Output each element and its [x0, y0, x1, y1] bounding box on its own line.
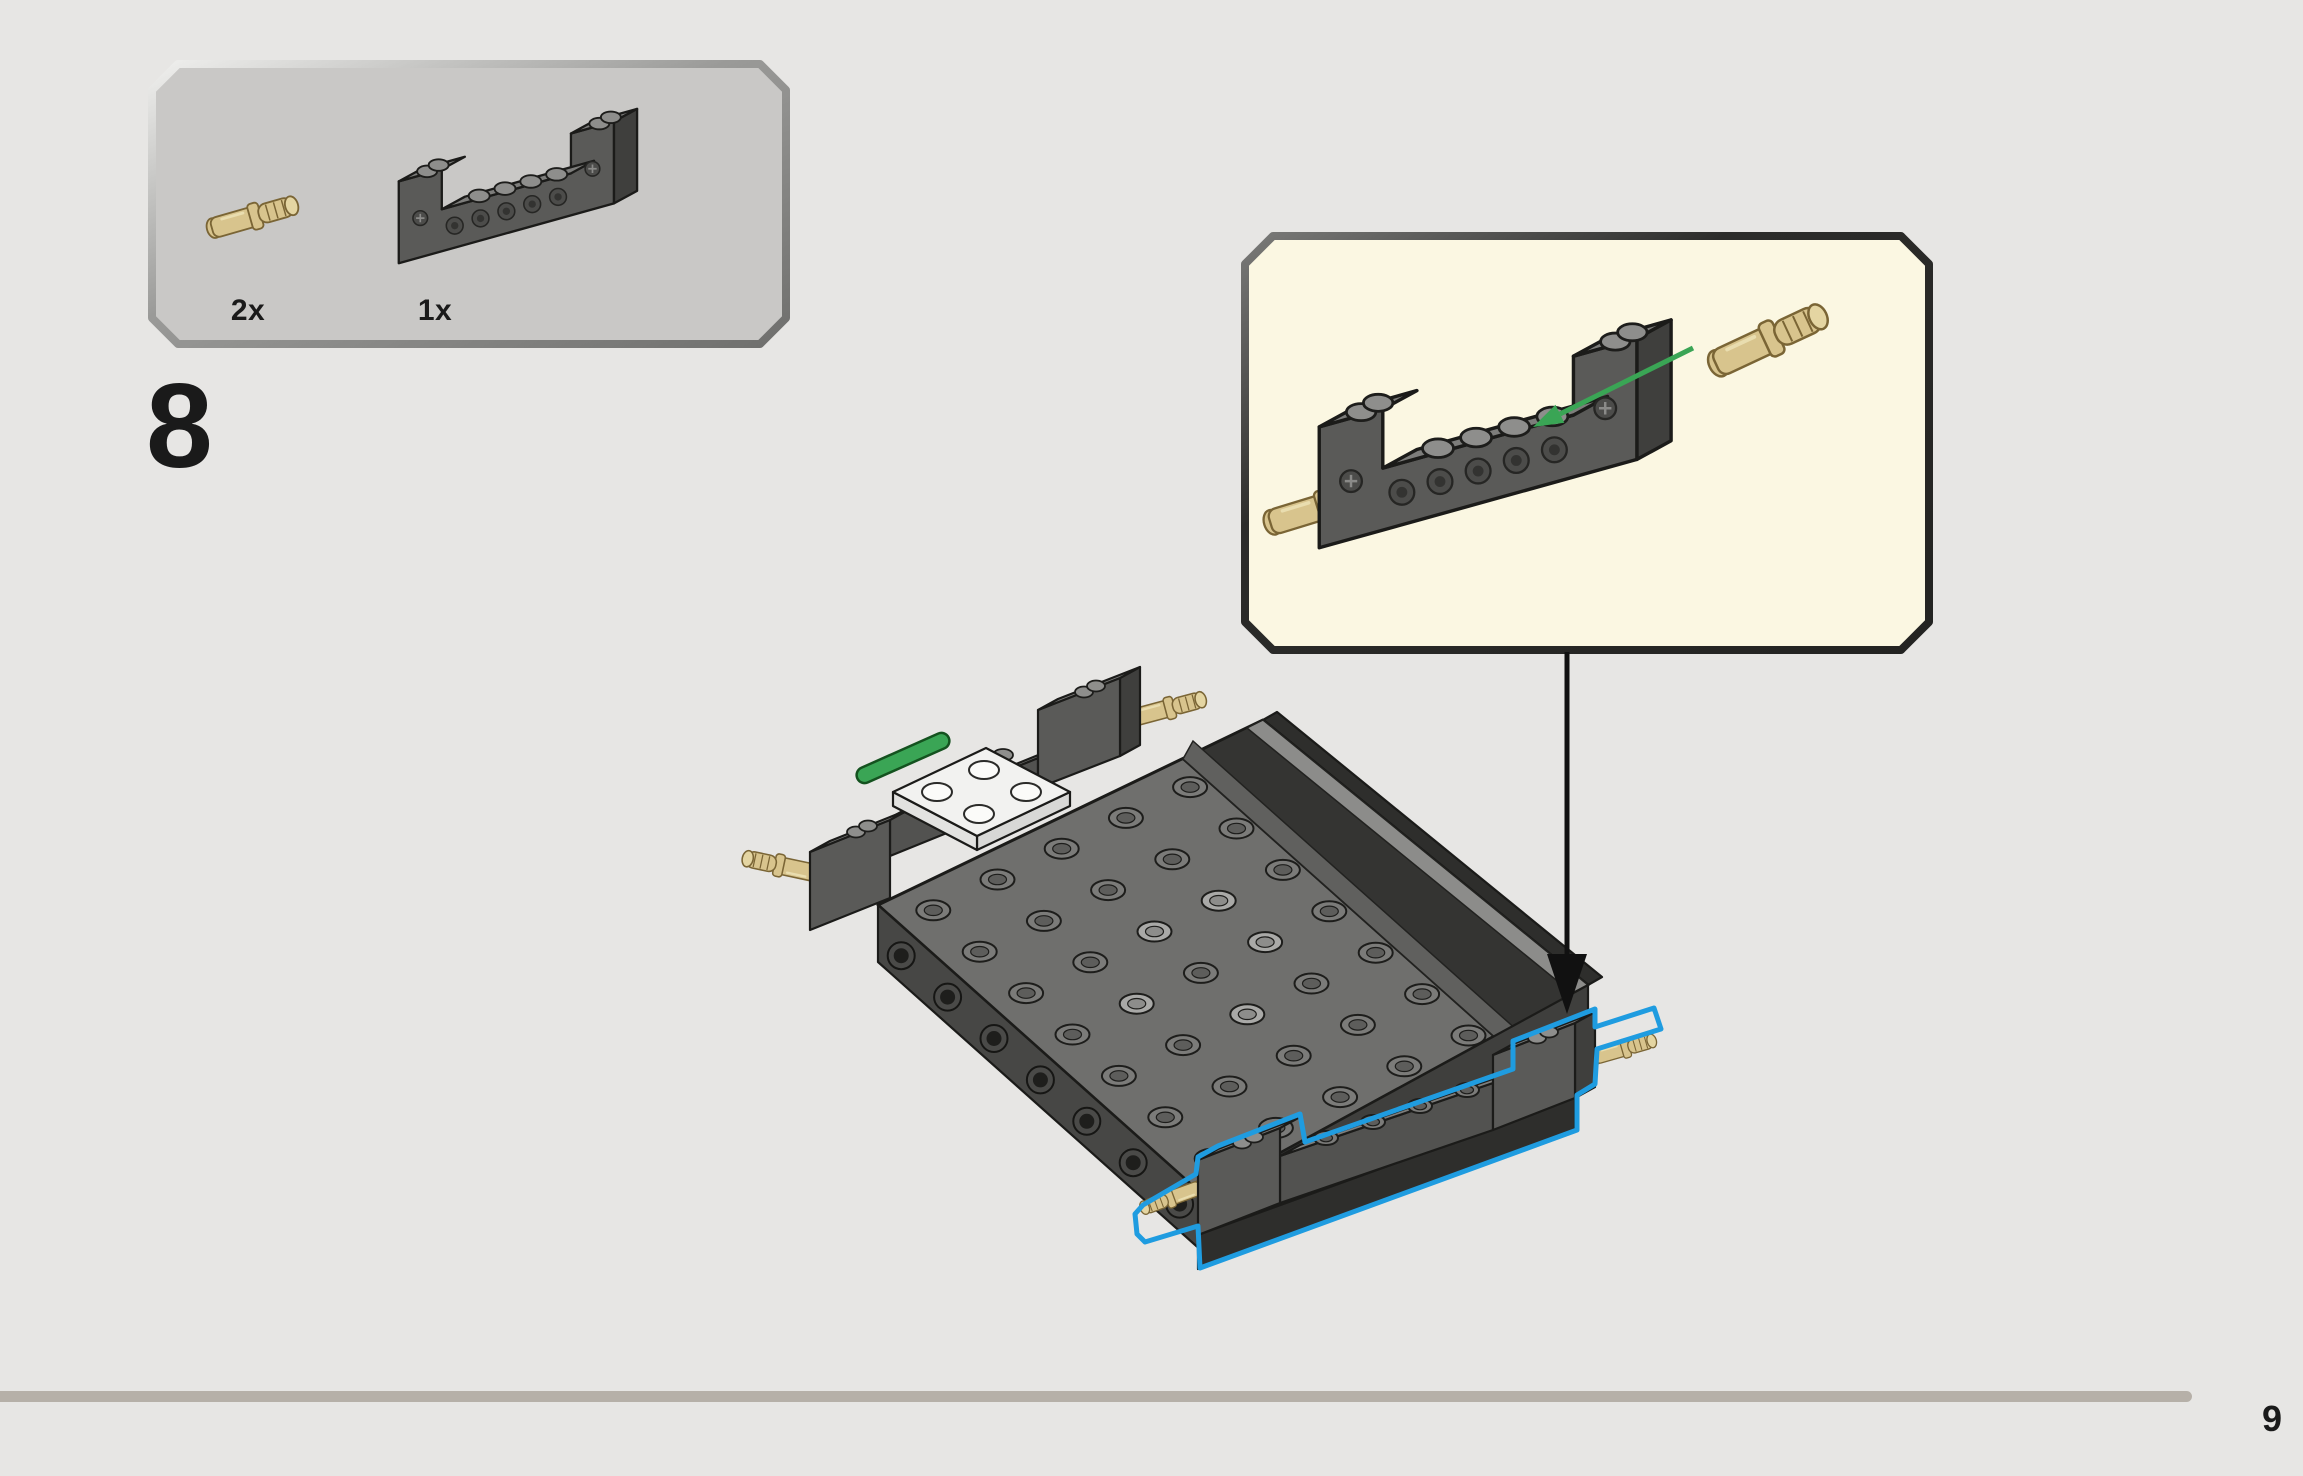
inset-graphic [1241, 232, 1933, 654]
side-pin-holes [886, 941, 1195, 1219]
progress-bar [0, 1391, 2192, 1402]
part-count-pin: 2x [230, 294, 266, 327]
chassis-left-side [876, 903, 1205, 1254]
page-number: 9 [2261, 1398, 2283, 1439]
stud-grid [915, 776, 1487, 1170]
part-count-brick: 1x [417, 294, 453, 327]
white-plate [891, 746, 1072, 852]
pointer-arrow-icon [1547, 652, 1587, 1014]
parts-box-graphic [148, 60, 790, 348]
insertion-arrow-icon [1533, 345, 1695, 427]
detail-inset-box [1241, 232, 1933, 654]
main-assembly-graphic [738, 665, 1664, 1271]
step-number: 8 [146, 359, 213, 493]
highlighted-new-part [1132, 1005, 1664, 1271]
parts-callout-box: 2x 1x [148, 60, 790, 348]
green-bar [855, 731, 951, 785]
highlight-outline [1132, 1005, 1664, 1271]
